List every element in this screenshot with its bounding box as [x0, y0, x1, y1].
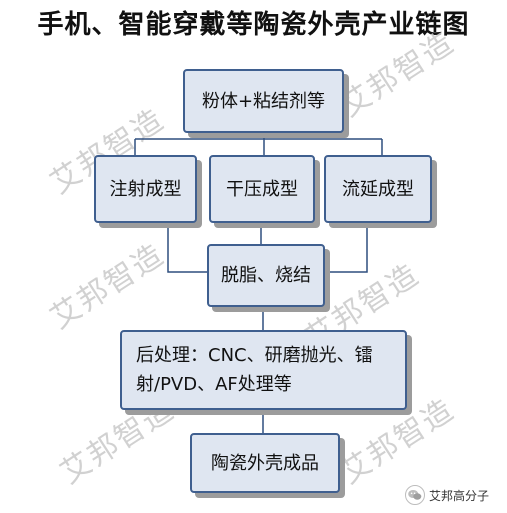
brand-name: 艾邦高分子: [429, 488, 490, 503]
node-powder: 粉体+粘结剂等: [183, 69, 344, 133]
node-debind-sinter: 脱脂、烧结: [207, 244, 325, 307]
node-ceramic-shell-product: 陶瓷外壳成品: [190, 433, 340, 493]
connector-line: [167, 223, 207, 273]
brand-badge: 艾邦高分子: [405, 484, 489, 506]
wechat-logo-icon: [405, 485, 425, 505]
node-dry-pressing: 干压成型: [209, 155, 315, 223]
connector-line: [325, 223, 368, 273]
node-tape-casting: 流延成型: [324, 155, 432, 223]
node-post-processing: 后处理：CNC、研磨抛光、镭射/PVD、AF处理等: [120, 330, 407, 410]
node-injection-molding: 注射成型: [94, 155, 197, 223]
page-title: 手机、智能穿戴等陶瓷外壳产业链图: [37, 10, 470, 40]
